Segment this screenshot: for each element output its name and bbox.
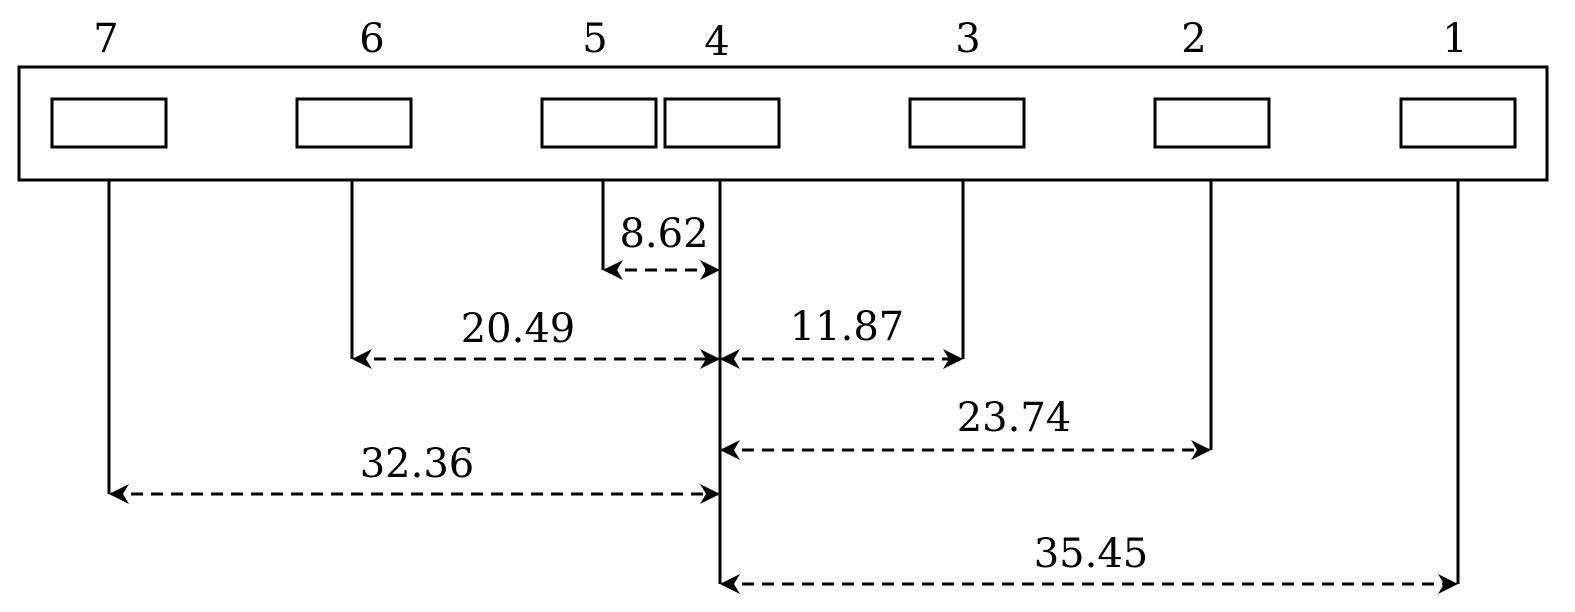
dimension-value-5-4: 8.62 (619, 211, 708, 257)
dimension-value-4-1: 35.45 (1034, 531, 1149, 577)
unit-box-5 (540, 97, 658, 149)
unit-box-1 (1399, 97, 1517, 149)
unit-number-1: 1 (1442, 16, 1467, 62)
unit-box-3 (908, 97, 1026, 149)
unit-box-6 (295, 97, 413, 149)
unit-number-2: 2 (1181, 16, 1206, 62)
unit-number-4: 4 (704, 19, 729, 65)
dimension-value-7-4: 32.36 (360, 441, 475, 487)
unit-number-5: 5 (582, 16, 607, 62)
unit-number-3: 3 (955, 16, 980, 62)
unit-box-4 (663, 97, 781, 149)
dimension-values: 8.62 20.49 11.87 23.74 32.36 35.45 (360, 211, 1149, 577)
dimension-value-4-2: 23.74 (957, 395, 1072, 441)
unit-box-7 (50, 97, 168, 149)
unit-number-7: 7 (93, 16, 118, 62)
outer-frame (17, 65, 1549, 182)
leader-lines (107, 180, 1460, 584)
dimension-lines (109, 260, 1458, 594)
dimension-value-6-4: 20.49 (461, 306, 576, 352)
dimension-value-4-3: 11.87 (790, 304, 905, 350)
unit-numbers: 7 6 5 4 3 2 1 (93, 16, 1467, 65)
unit-box-2 (1153, 97, 1271, 149)
unit-number-6: 6 (359, 16, 384, 62)
unit-boxes (50, 97, 1517, 149)
